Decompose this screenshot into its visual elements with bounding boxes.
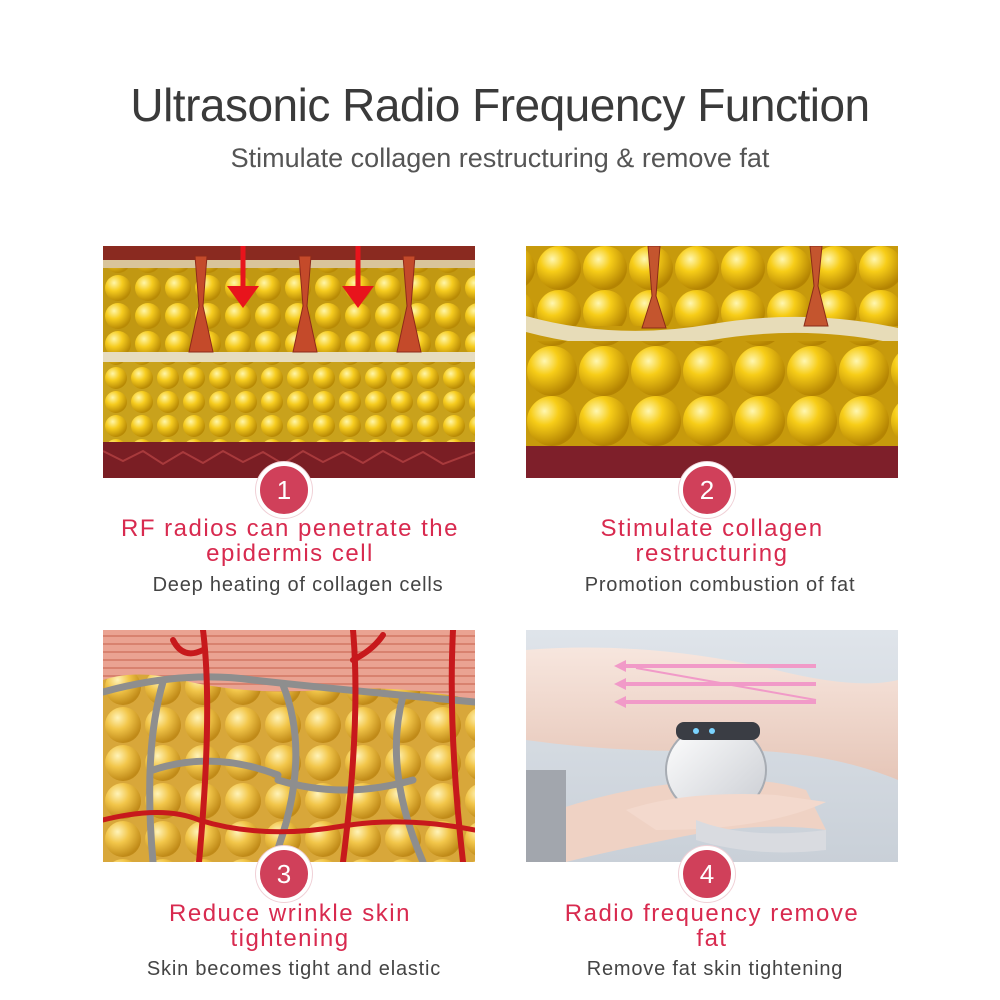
panel-2-illustration: [526, 246, 898, 478]
page-subtitle: Stimulate collagen restructuring & remov…: [230, 143, 770, 173]
panel-1-description: Deep heating of collagen cells: [152, 574, 444, 596]
step-2-badge: 2: [679, 462, 735, 518]
panel-4-description: Remove fat skin tightening: [586, 958, 844, 980]
page-title: Ultrasonic Radio Frequency Function: [130, 79, 870, 131]
panel-1-caption-line2: epidermis cell: [206, 540, 374, 567]
panel-3-caption-line2: tightening: [230, 925, 350, 952]
step-1-badge: 1: [256, 462, 312, 518]
panel-3-description: Skin becomes tight and elastic: [146, 958, 442, 980]
panel-2-caption: Stimulate collagen restructuring: [502, 516, 922, 566]
panel-3-caption: Reduce wrinkle skin tightening: [80, 901, 500, 951]
panel-1-illustration: [103, 246, 475, 478]
panel-2-caption-line2: restructuring: [635, 540, 789, 567]
enlarged-fat-cells-image: [526, 246, 898, 478]
skin-tissue-vessels-image: [103, 630, 475, 862]
panel-2-description: Promotion combustion of fat: [584, 574, 856, 596]
panel-2-caption-line1: Stimulate collagen: [600, 515, 824, 542]
panel-1-caption: RF radios can penetrate the epidermis ce…: [80, 516, 500, 566]
fat-layer-heating-image: [103, 246, 475, 478]
step-4-badge: 4: [679, 846, 735, 902]
panel-4-illustration: [526, 630, 898, 862]
device-on-arm-image: [526, 630, 898, 862]
panel-4-caption-line2: fat: [696, 925, 728, 952]
panel-4-caption-line1: Radio frequency remove: [564, 900, 860, 927]
panel-3-illustration: [103, 630, 475, 862]
panel-3-caption-line1: Reduce wrinkle skin: [169, 900, 411, 927]
panel-1-caption-line1: RF radios can penetrate the: [120, 515, 459, 542]
panel-4-caption: Radio frequency remove fat: [502, 901, 922, 951]
step-3-badge: 3: [256, 846, 312, 902]
